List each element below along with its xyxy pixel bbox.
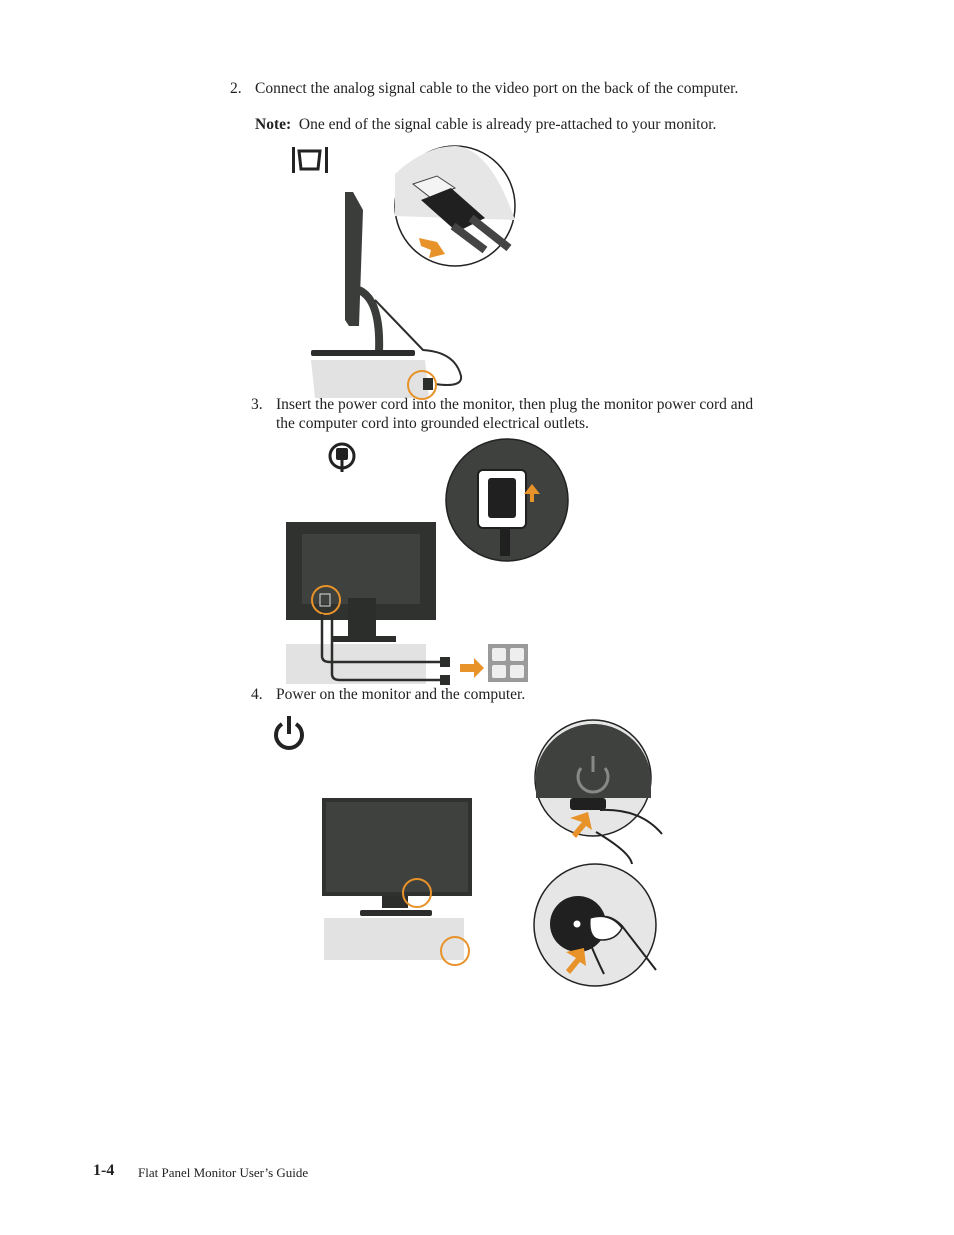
- power-plug-icon: [328, 442, 356, 472]
- note-text: One end of the signal cable is already p…: [298, 116, 717, 133]
- step-text: Connect the analog signal cable to the v…: [255, 80, 739, 97]
- monitor-side-view: [311, 192, 463, 400]
- signal-cable-illustration: [292, 145, 516, 400]
- power-cord-illustration: [286, 438, 569, 685]
- vga-connection-detail: [394, 145, 516, 267]
- step-number: 4.: [251, 686, 263, 703]
- step-3: 3. Insert the power cord into the monito…: [251, 395, 841, 435]
- power-connection-detail: [445, 438, 569, 562]
- monitor-front-view: [322, 798, 472, 966]
- step-2: 2. Connect the analog signal cable to th…: [230, 79, 830, 99]
- monitor-power-detail: [534, 719, 663, 865]
- step-text-line-2: the computer cord into grounded electric…: [276, 415, 589, 432]
- note-label: Note:: [255, 116, 292, 133]
- power-button-icon: [274, 716, 304, 750]
- note: Note: One end of the signal cable is alr…: [255, 116, 716, 134]
- step-text-line-1: Insert the power cord into the monitor, …: [276, 396, 754, 413]
- vga-port-icon: [292, 147, 328, 173]
- step-4: 4. Power on the monitor and the computer…: [251, 685, 651, 705]
- power-on-illustration: [274, 716, 663, 987]
- page-number: 1-4: [93, 1162, 115, 1179]
- step-number: 3.: [251, 396, 263, 413]
- computer-power-detail: [533, 863, 657, 987]
- wall-outlet: [488, 644, 528, 682]
- step-text: Power on the monitor and the computer.: [276, 686, 526, 703]
- document-title: Flat Panel Monitor User’s Guide: [138, 1165, 309, 1180]
- step-number: 2.: [230, 80, 242, 97]
- monitor-back-view: [286, 522, 484, 685]
